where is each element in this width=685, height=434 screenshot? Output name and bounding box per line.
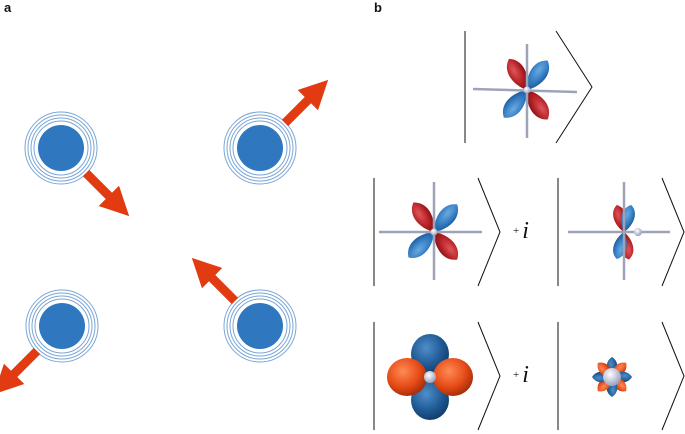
plus-i-row3: +i	[513, 362, 529, 389]
spin-arrow	[0, 347, 41, 395]
spin-top-right	[223, 79, 329, 185]
spin-sphere	[38, 125, 84, 171]
spin-arrow	[82, 169, 130, 217]
plus-i-row2: +i	[513, 218, 529, 245]
spin-arrow	[281, 79, 329, 127]
spin-sphere	[39, 303, 85, 349]
ket-angle	[477, 177, 501, 287]
ket-row2-right	[557, 177, 685, 287]
d-orbital-icon	[568, 182, 670, 280]
imaginary-unit: i	[522, 362, 529, 388]
spin-sphere	[237, 303, 283, 349]
d-orbital-icon	[472, 44, 578, 138]
plus-sign: +	[513, 225, 520, 237]
panel-a-label: a	[4, 0, 12, 15]
imaginary-unit: i	[522, 218, 529, 244]
spin-bottom-right	[191, 257, 297, 363]
d-orbital-icon	[379, 182, 482, 280]
ket-row3-right	[557, 321, 685, 431]
ket-angle	[555, 30, 593, 144]
ket-angle	[661, 321, 685, 431]
spin-arrow	[191, 257, 239, 305]
ket-row2-left	[373, 177, 501, 287]
ket-angle	[661, 177, 685, 287]
plus-sign: +	[513, 369, 520, 381]
spin-top-left	[24, 111, 130, 217]
panel-b-label: b	[374, 0, 382, 15]
g-orbital-icon	[592, 357, 632, 397]
ket-row1	[464, 30, 593, 144]
spin-sphere	[237, 125, 283, 171]
spin-bottom-left	[0, 289, 99, 395]
ket-row3-left	[373, 321, 501, 431]
f-orbital-icon	[387, 334, 473, 420]
ket-angle	[477, 321, 501, 431]
